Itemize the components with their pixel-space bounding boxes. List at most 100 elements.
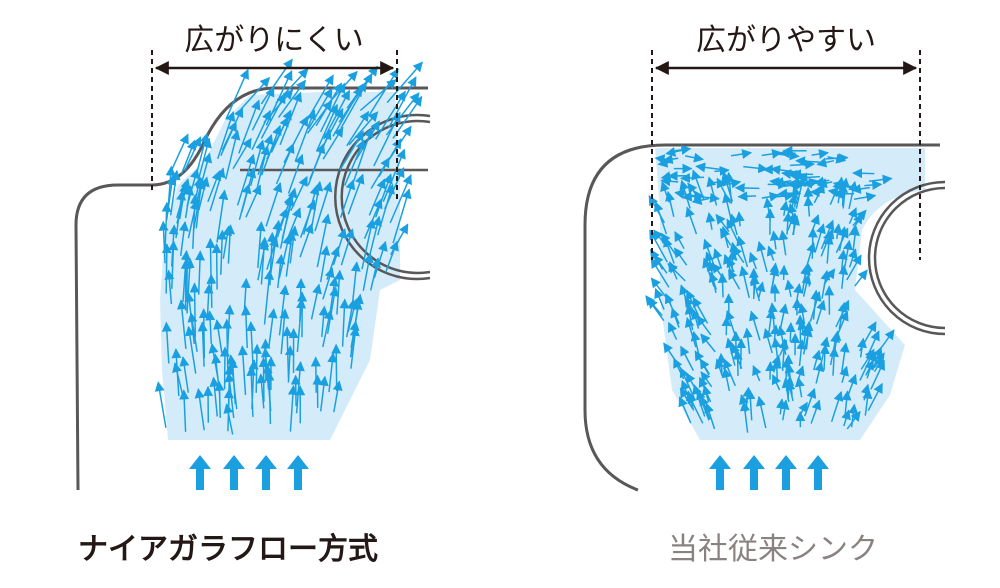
flow-arrow-icon: [287, 153, 304, 194]
flow-arrow-icon: [771, 374, 782, 391]
flow-arrow-icon: [216, 189, 229, 243]
flow-arrow-icon: [781, 169, 806, 180]
flow-arrow-icon: [791, 186, 802, 202]
flow-arrow-icon: [748, 310, 761, 341]
flow-arrow-icon: [187, 199, 200, 239]
flow-arrow-icon: [369, 257, 381, 291]
flow-arrow-icon: [326, 286, 340, 334]
flow-arrow-icon: [880, 329, 895, 349]
flow-arrow-icon: [283, 115, 309, 164]
flow-arrow-icon: [388, 125, 412, 160]
flow-arrow-icon: [196, 152, 213, 200]
flow-arrow-icon: [205, 237, 216, 277]
flow-arrow-icon: [734, 211, 745, 227]
flow-arrow-icon: [704, 402, 716, 430]
flow-arrow-icon: [732, 349, 743, 376]
flow-arrow-icon: [729, 241, 740, 261]
flow-arrow-icon: [819, 343, 830, 371]
flow-arrow-icon: [260, 93, 286, 139]
flow-arrow-icon: [839, 342, 850, 374]
flow-arrow-icon: [776, 398, 786, 415]
right-inflow-arrows: [709, 455, 829, 490]
flow-arrow-icon: [654, 287, 665, 310]
flow-arrow-icon: [170, 133, 189, 172]
up-arrow-icon: [743, 455, 765, 490]
flow-arrow-icon: [275, 254, 286, 288]
flow-arrow-icon: [766, 245, 777, 261]
flow-arrow-icon: [803, 195, 814, 217]
left-dimension-marker: 広がりにくい: [151, 23, 398, 200]
flow-arrow-icon: [236, 153, 256, 206]
flow-arrow-icon: [721, 367, 732, 392]
left-dimension-label: 広がりにくい: [184, 23, 363, 58]
flow-arrow-icon: [348, 111, 379, 146]
flow-arrow-icon: [725, 309, 736, 335]
flow-arrow-icon: [849, 225, 860, 251]
flow-arrow-icon: [237, 345, 248, 395]
flow-arrow-icon: [739, 394, 749, 412]
flow-arrow-icon: [206, 273, 217, 308]
flow-arrow-icon: [169, 169, 181, 216]
flow-arrow-icon: [184, 325, 197, 374]
flow-arrow-icon: [816, 157, 835, 168]
flow-arrow-icon: [322, 267, 335, 300]
flow-arrow-icon: [195, 177, 206, 229]
flow-arrow-icon: [870, 359, 885, 390]
flow-arrow-icon: [872, 346, 883, 369]
flow-arrow-icon: [838, 264, 849, 289]
flow-arrow-icon: [717, 272, 728, 298]
flow-arrow-icon: [742, 327, 753, 355]
flow-arrow-icon: [344, 139, 366, 186]
flow-arrow-icon: [248, 359, 259, 410]
flow-arrow-icon: [180, 139, 197, 175]
flow-arrow-icon: [685, 206, 698, 235]
flow-arrow-icon: [667, 321, 678, 340]
flow-arrow-icon: [226, 354, 238, 410]
flow-arrow-icon: [852, 168, 875, 179]
flow-arrow-icon: [702, 257, 715, 287]
flow-arrow-icon: [761, 148, 783, 159]
flow-arrow-icon: [209, 376, 220, 417]
flow-arrow-icon: [161, 243, 172, 294]
flow-arrow-icon: [176, 299, 187, 349]
up-arrow-icon: [223, 455, 245, 490]
up-arrow-icon: [775, 455, 797, 490]
flow-arrow-icon: [815, 299, 826, 325]
flow-arrow-icon: [695, 162, 720, 173]
flow-arrow-icon: [249, 139, 266, 187]
flow-arrow-icon: [802, 326, 813, 355]
flow-arrow-icon: [262, 363, 273, 412]
flow-arrow-icon: [712, 248, 723, 269]
flow-arrow-icon: [187, 312, 198, 352]
flow-arrow-icon: [390, 223, 409, 256]
flow-arrow-icon: [820, 230, 833, 257]
right-flow-arrows: [645, 144, 895, 433]
right-panel: 広がりやすい: [583, 23, 946, 492]
flow-arrow-icon: [725, 337, 736, 366]
flow-arrow-icon: [809, 187, 825, 198]
flow-arrow-icon: [830, 390, 844, 423]
flow-arrow-icon: [223, 403, 234, 435]
flow-arrow-icon: [306, 100, 333, 134]
flow-arrow-icon: [801, 273, 812, 297]
flow-arrow-icon: [700, 333, 716, 353]
flow-arrow-icon: [736, 338, 747, 369]
flow-arrow-icon: [161, 321, 172, 364]
flow-arrow-icon: [327, 352, 338, 393]
flow-arrow-icon: [340, 228, 355, 266]
flow-arrow-icon: [727, 269, 741, 290]
flow-arrow-icon: [778, 264, 789, 280]
flow-arrow-icon: [678, 396, 692, 424]
flow-arrow-icon: [868, 174, 893, 185]
flow-arrow-icon: [319, 245, 331, 283]
flow-arrow-icon: [376, 183, 395, 236]
flow-arrow-icon: [347, 298, 359, 333]
flow-arrow-icon: [839, 365, 849, 383]
flow-arrow-icon: [685, 390, 696, 411]
flow-arrow-icon: [386, 61, 423, 104]
left-panel: 広がりにくい: [74, 23, 431, 491]
flow-arrow-icon: [714, 358, 725, 377]
flow-arrow-icon: [673, 247, 688, 266]
flow-arrow-icon: [755, 395, 767, 429]
flow-arrow-icon: [318, 305, 329, 337]
